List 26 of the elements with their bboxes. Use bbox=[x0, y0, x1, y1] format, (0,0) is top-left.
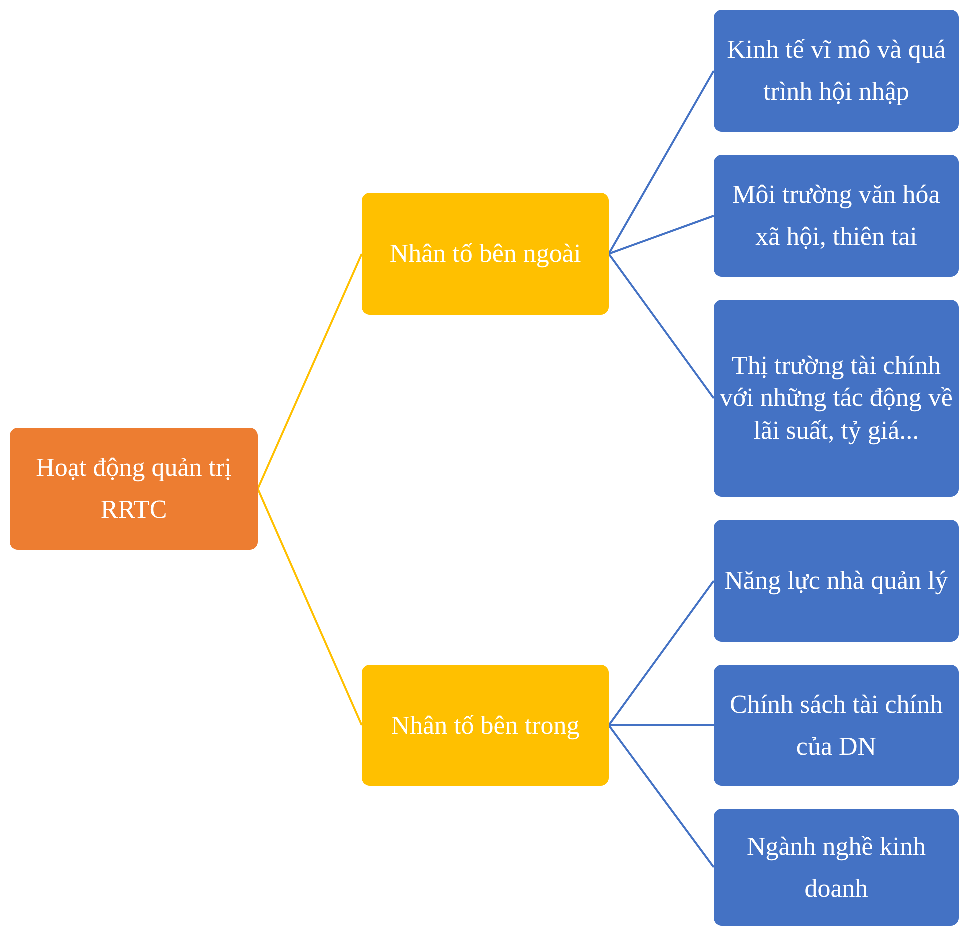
node-label: Năng lực nhà quản lý bbox=[724, 565, 948, 598]
connector-line bbox=[608, 215, 714, 255]
factor-box bbox=[714, 155, 959, 277]
connector-line bbox=[608, 724, 715, 868]
factor-box bbox=[714, 520, 959, 642]
factor-box bbox=[714, 809, 959, 926]
node-label: Ngành nghề kinh doanh bbox=[746, 830, 928, 904]
connector-line bbox=[608, 580, 715, 726]
node-label: Chính sách tài chính của DN bbox=[728, 688, 944, 762]
connector-line bbox=[257, 254, 363, 490]
factor-box bbox=[714, 300, 959, 497]
factor-box bbox=[714, 665, 959, 786]
connector-line bbox=[608, 253, 715, 400]
node-label: Môi trường văn hóa xã hội, thiên tai bbox=[732, 179, 942, 253]
root-box bbox=[10, 428, 258, 550]
category-box bbox=[362, 193, 609, 315]
category-box bbox=[362, 665, 609, 786]
node-label: Kinh tế vĩ mô và quá trình hội nhập bbox=[726, 34, 947, 108]
node-label: Nhân tố bên trong bbox=[391, 710, 580, 742]
node-label: Nhân tố bên ngoài bbox=[390, 238, 582, 270]
factor-box bbox=[714, 10, 959, 132]
connector-line bbox=[609, 724, 714, 726]
node-label: Hoạt động quản trị RRTC bbox=[35, 452, 233, 526]
node-label: Thị trường tài chính với những tác động về lãi suất, tỷ giá... bbox=[719, 350, 954, 447]
connector-line bbox=[608, 70, 715, 254]
connector-line bbox=[257, 488, 363, 726]
